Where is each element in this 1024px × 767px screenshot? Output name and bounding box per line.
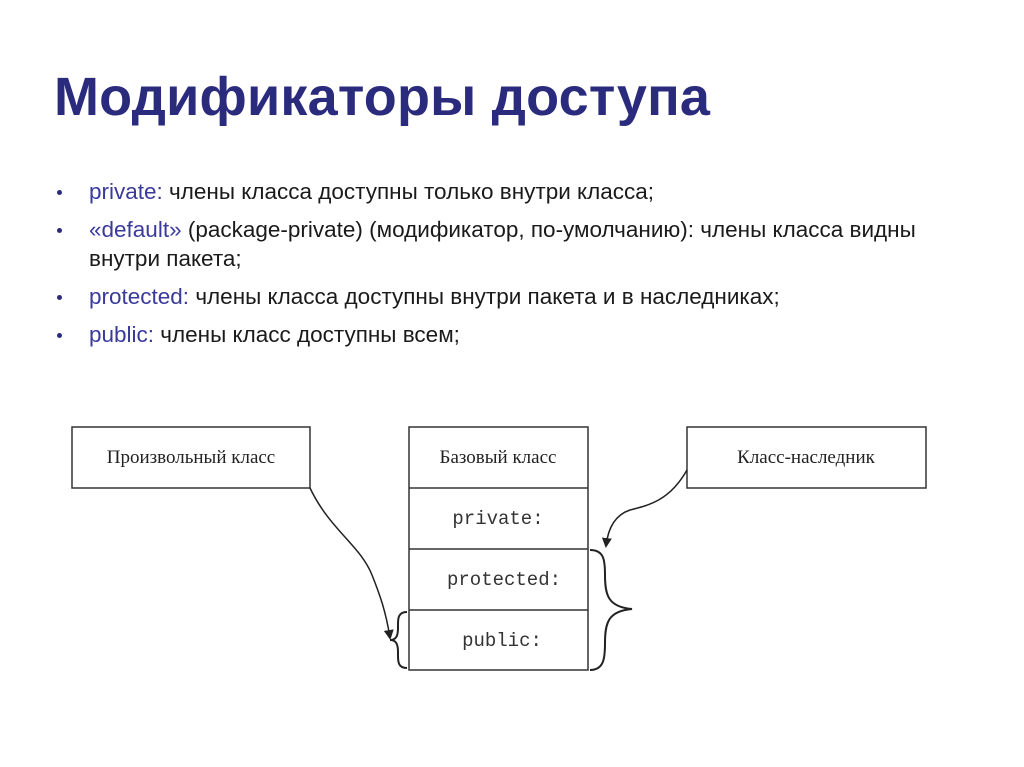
- section-protected: protected:: [447, 569, 561, 591]
- bullet-dot-icon: [57, 333, 62, 338]
- bullet-keyword: public:: [89, 322, 155, 347]
- bullet-text: (package-private) (модификатор, по-умолч…: [89, 217, 916, 271]
- bullet-dot-icon: [57, 228, 62, 233]
- arbitrary-class-box: Произвольный класс: [71, 426, 311, 489]
- left-brace: [389, 611, 408, 669]
- bullet-public: public: члены класс доступны всем;: [56, 320, 986, 349]
- bullet-dot-icon: [57, 295, 62, 300]
- section-private: private:: [452, 508, 543, 530]
- bullet-dot-icon: [57, 190, 62, 195]
- bullet-default: «default» (package-private) (модификатор…: [56, 215, 986, 273]
- bullet-text: члены класса доступны только внутри клас…: [162, 179, 655, 204]
- slide-title: Модификаторы доступа: [54, 67, 711, 127]
- bullet-keyword: protected:: [89, 284, 190, 309]
- bullet-text: члены класс доступны всем;: [154, 322, 460, 347]
- bullet-text: члены класса доступны внутри пакета и в …: [189, 284, 780, 309]
- arrow-arbitrary-to-public: [309, 487, 394, 640]
- arbitrary-class-label: Произвольный класс: [107, 447, 276, 468]
- bullet-keyword: «default»: [89, 217, 182, 242]
- right-brace: [589, 549, 633, 671]
- bullet-protected: protected: члены класса доступны внутри …: [56, 282, 986, 311]
- bullet-list: private: члены класса доступны только вн…: [56, 177, 986, 358]
- base-class-title: Базовый класс: [440, 447, 557, 468]
- derived-class-label: Класс-наследник: [737, 447, 875, 468]
- section-public: public:: [462, 630, 542, 652]
- arrow-derived-to-protected: [601, 469, 688, 548]
- base-class-box: Базовый класс private: protected: public…: [408, 426, 589, 671]
- derived-class-box: Класс-наследник: [686, 426, 927, 489]
- bullet-keyword: private:: [89, 179, 163, 204]
- bullet-private: private: члены класса доступны только вн…: [56, 177, 986, 206]
